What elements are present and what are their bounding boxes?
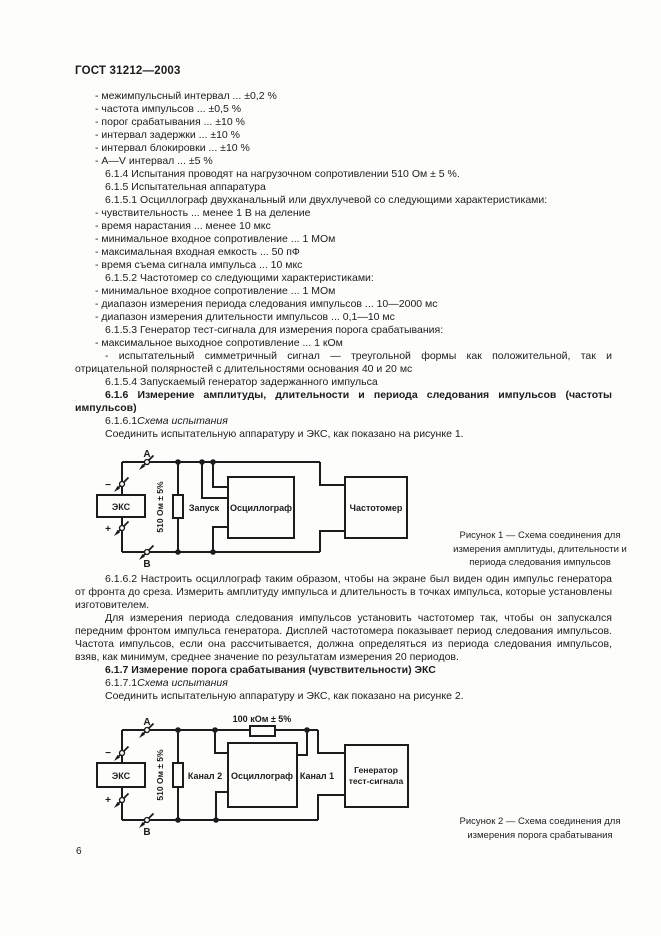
paragraph-line: 6.1.5.1 Осциллограф двухканальный или дв… [105,194,548,206]
caption-line: измерения амплитуды, длительности и [453,543,627,555]
list-item: - интервал задержки ... ±10 % [95,129,241,141]
oscilloscope-box [227,476,295,539]
paragraph-line: 6.1.6.2 Настроить осциллограф таким обра… [75,573,612,611]
generator-label-line2: тест-сигнала [349,776,404,786]
paragraph-line: 6.1.5 Испытательная аппаратура [105,181,266,193]
list-item: - чувствительность ... менее 1 В на деле… [95,207,311,219]
oscilloscope-box [227,742,298,808]
list-item: - частота импульсов ... ±0,5 % [95,103,242,115]
list-item: - межимпульсный интервал ... ±0,2 % [95,90,277,102]
trigger-label: Запуск [189,503,220,513]
resistor-510-symbol [172,762,184,788]
paragraph-line: 6.1.5.4 Запускаемый генератор задержанно… [105,376,378,388]
ekc-label: ЭКС [112,771,131,781]
terminal-a-label: A [143,717,150,728]
list-item: - максимальная входная емкость ... 50 пФ [95,246,300,258]
page-header: ГОСТ 31212—2003 [75,65,181,77]
paragraph-line: 6.1.6.1Схема испытания [75,415,612,428]
plus-terminal-label: + [105,795,111,806]
caption-line: периода следования импульсов [469,557,611,568]
minus-terminal-label: − [105,748,111,759]
list-item: - максимальное выходное сопротивление ..… [95,337,343,349]
list-item: - А—V интервал ... ±5 % [95,155,213,167]
caption-line: измерения порога срабатывания [467,829,613,841]
resistor-100k-label: 100 кОм ± 5% [233,714,292,724]
clause-number: 6.1.7.1 [105,677,138,689]
figure1-wires [121,461,345,553]
figure2-caption: Рисунок 2 — Схема соединения для измерен… [423,815,657,842]
paragraph-line: Соединить испытательную аппаратуру и ЭКС… [105,428,464,440]
paragraph-line: 6.1.7 Измерение порога срабатывания (чув… [105,664,436,676]
paragraph-line: 6.1.4 Испытания проводят на нагрузочном … [105,168,460,180]
channel-1-label: Канал 1 [300,771,334,781]
list-item: - минимальное входное сопротивление ... … [95,233,336,245]
list-item: - время нарастания ... менее 10 мкс [95,220,271,232]
figure1-caption: Рисунок 1 — Схема соединения для измерен… [423,529,657,570]
paragraph-line: - испытательный симметричный сигнал — тр… [75,350,612,375]
resistor-100k-symbol [249,725,276,737]
paragraph-line: 6.1.7.1Схема испытания [75,677,612,690]
ekc-label: ЭКС [112,502,131,512]
channel-2-label: Канал 2 [188,771,222,781]
list-item: - диапазон измерения периода следования … [95,298,438,310]
frequency-meter-label: Частотомер [350,503,403,513]
ekc-box [96,762,146,788]
figure1-schematic: ЭКС 510 Ом ± 5% Осциллограф Частотомер З… [96,449,408,570]
resistor-510-label: 510 Ом ± 5% [155,481,165,533]
list-item: - диапазон измерения длительности импуль… [95,311,395,323]
ekc-box [96,494,146,518]
paragraph-line: Для измерения периода следования импульс… [75,612,612,663]
test-signal-generator-box [344,744,409,808]
figure2-wires [121,729,345,821]
terminal-a-label: A [143,449,150,460]
terminal-b-label: B [143,827,150,838]
resistor-510-symbol [172,494,184,519]
frequency-meter-box [344,476,408,539]
caption-line: Рисунок 1 — Схема соединения для [459,530,621,541]
plus-terminal-label: + [105,524,111,535]
paragraph-line: 6.1.5.2 Частотомер со следующими характе… [105,272,374,284]
body-text-middle: 6.1.6.2 Настроить осциллограф таким обра… [75,573,612,703]
oscilloscope-label: Осциллограф [231,771,293,781]
terminal-b-label: B [143,559,150,570]
resistor-510-label: 510 Ом ± 5% [155,749,165,801]
clause-number: 6.1.6.1 [105,415,138,427]
paragraph-line: 6.1.5.3 Генератор тест-сигнала для измер… [105,324,444,336]
figure2-schematic: ЭКС 510 Ом ± 5% 100 кОм ± 5% Осциллограф… [96,714,409,838]
page-number: 6 [76,846,82,857]
oscilloscope-label: Осциллограф [230,503,292,513]
list-item: - время съема сигнала импульса ... 10 мк… [95,259,303,271]
list-item: - порог срабатывания ... ±10 % [95,116,245,128]
figure1-junction-dots [175,459,216,555]
body-text-top: - межимпульсный интервал ... ±0,2 %- час… [75,90,612,441]
figure2-junction-dots [175,727,310,823]
paragraph-line: Соединить испытательную аппаратуру и ЭКС… [105,690,464,702]
generator-label-line1: Генератор [354,765,398,775]
paragraph-line: 6.1.6 Измерение амплитуды, длительности … [75,389,612,414]
list-item: - минимальное входное сопротивление ... … [95,285,336,297]
caption-line: Рисунок 2 — Схема соединения для [459,816,621,827]
clause-title: Схема испытания [137,677,228,689]
clause-title: Схема испытания [137,415,228,427]
list-item: - интервал блокировки ... ±10 % [95,142,250,154]
minus-terminal-label: − [105,480,111,491]
